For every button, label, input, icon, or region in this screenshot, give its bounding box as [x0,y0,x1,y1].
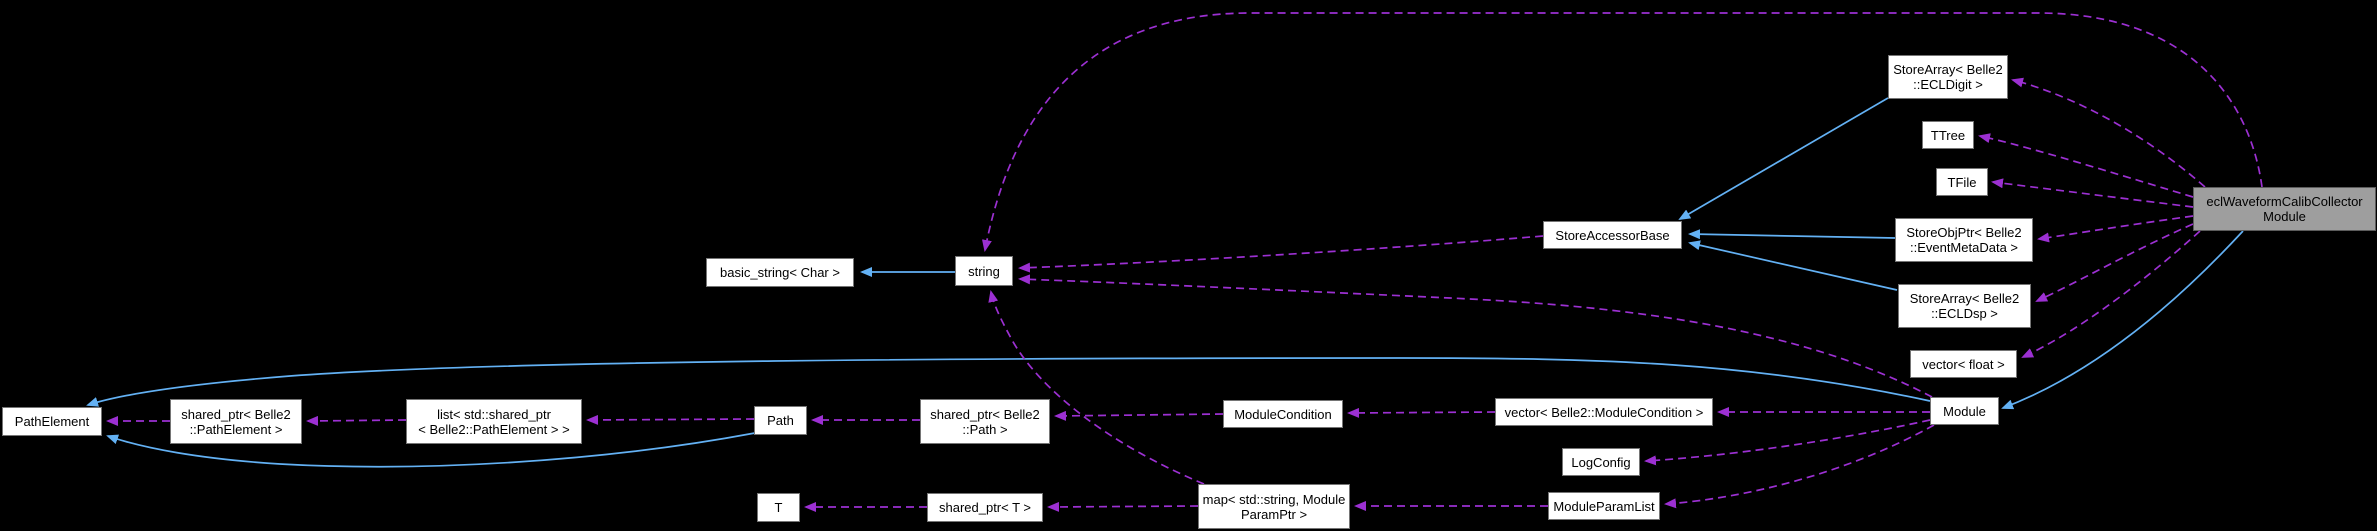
node-storearray-ecldsp[interactable]: StoreArray< Belle2 ::ECLDsp > [1898,284,2031,328]
edge-eclwaveformcalibcollectormodule-to-storearray_ecldsp [2035,223,2194,302]
node-shared-ptr-path[interactable]: shared_ptr< Belle2 ::Path > [920,399,1050,444]
node-storearray-ecldigit[interactable]: StoreArray< Belle2 ::ECLDigit > [1888,55,2008,99]
node-vector-modulecondition[interactable]: vector< Belle2::ModuleCondition > [1495,398,1713,426]
edge-module-to-string [1018,274,1933,398]
node-vector-float[interactable]: vector< float > [1910,350,2017,378]
edge-storearray_ecldigit-to-storeaccessorbase [1678,97,1889,221]
edge-module-to-pathelement [86,357,1931,407]
edge-eclwaveformcalibcollectormodule-to-ttree [1978,133,2194,198]
edge-map_moduleparamptr-to-string [988,290,1205,485]
node-pathelement[interactable]: PathElement [2,407,102,436]
edge-storearray_ecldsp-to-storeaccessorbase [1688,240,1898,291]
edge-eclwaveformcalibcollectormodule-to-module [2001,230,2244,410]
edge-storeobjptr_eventmetadata-to-storeaccessorbase [1688,229,1896,240]
edge-eclwaveformcalibcollectormodule-to-storeobjptr_eventmetadata [2037,215,2194,243]
node-moduleparamlist[interactable]: ModuleParamList [1548,492,1660,520]
edge-module-to-logconfig [1644,419,1931,466]
node-tfile[interactable]: TFile [1936,168,1988,196]
edge-vector_modulecondition-to-modulecondition [1347,407,1496,418]
edge-map_moduleparamptr-to-shared_ptr_t [1047,501,1199,512]
edge-eclwaveformcalibcollectormodule-to-vector_float [2021,230,2201,358]
node-logconfig[interactable]: LogConfig [1562,448,1640,476]
edge-module-to-moduleparamlist [1664,424,1935,509]
node-string[interactable]: string [955,256,1013,286]
node-storeobjptr-eventmetadata[interactable]: StoreObjPtr< Belle2 ::EventMetaData > [1895,218,2033,262]
node-storeaccessorbase[interactable]: StoreAccessorBase [1543,221,1682,249]
node-module[interactable]: Module [1930,397,1999,425]
node-shared-ptr-t[interactable]: shared_ptr< T > [927,493,1043,522]
node-path[interactable]: Path [754,406,807,435]
edge-list_shared_ptr_pathelement-to-shared_ptr_pathelement [306,415,407,426]
edge-path-to-pathelement [106,432,756,468]
edge-path-to-list_shared_ptr_pathelement [586,414,755,425]
node-ttree[interactable]: TTree [1922,121,1974,149]
node-eclwaveformcalibcollectormodule: eclWaveformCalibCollector Module [2193,187,2376,231]
edge-modulecondition-to-shared_ptr_path [1054,410,1224,421]
node-modulecondition[interactable]: ModuleCondition [1223,400,1343,428]
node-list-shared-ptr-pathelement[interactable]: list< std::shared_ptr < Belle2::PathElem… [406,399,582,444]
node-basic-string[interactable]: basic_string< Char > [706,258,854,287]
node-shared-ptr-pathelement[interactable]: shared_ptr< Belle2 ::PathElement > [170,399,302,444]
edge-eclwaveformcalibcollectormodule-to-string [981,12,2263,252]
edge-storeaccessorbase-to-string [1018,235,1544,273]
edge-eclwaveformcalibcollectormodule-to-tfile [1991,178,2194,208]
node-map-moduleparamptr[interactable]: map< std::string, Module ParamPtr > [1198,484,1350,529]
node-t[interactable]: T [757,493,800,522]
edge-eclwaveformcalibcollectormodule-to-storearray_ecldigit [2011,77,2206,188]
